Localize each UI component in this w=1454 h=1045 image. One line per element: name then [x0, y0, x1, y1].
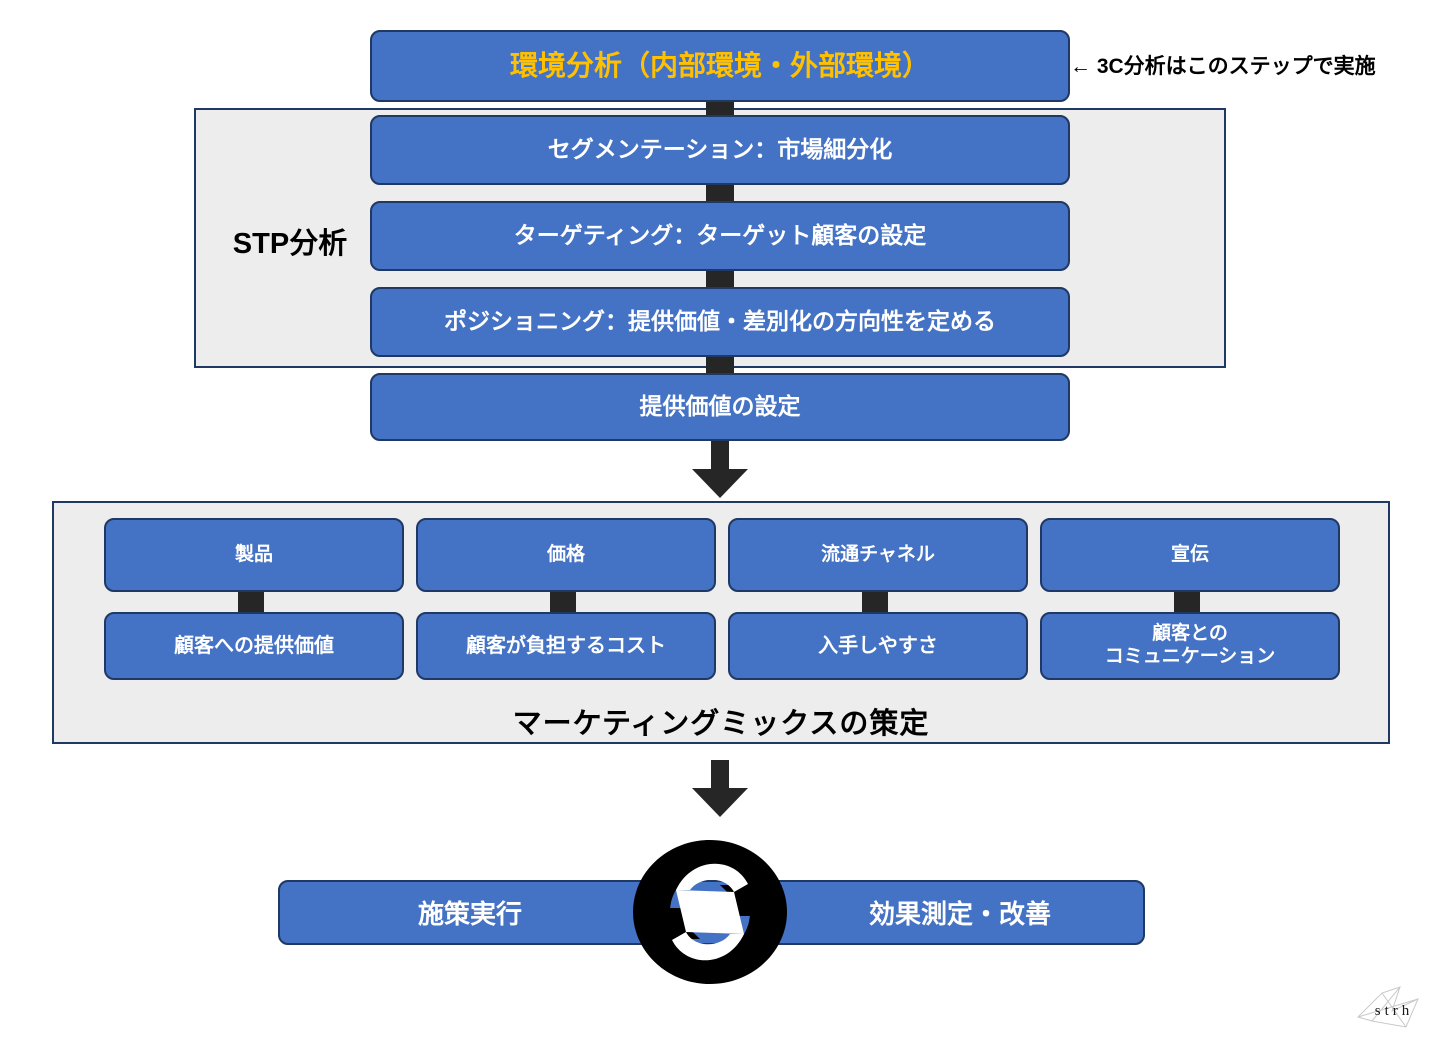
- connector-mix-col-3: [862, 590, 888, 614]
- connector-env-to-seg: [706, 100, 734, 117]
- marketing-mix-label: マーケティングミックスの策定: [512, 708, 930, 740]
- connector-mix-col-1: [238, 590, 264, 614]
- mix-bottom-communication[interactable]: 顧客との コミュニケーション: [1040, 612, 1340, 680]
- connector-seg-to-tgt: [706, 183, 734, 203]
- connector-mix-col-4: [1174, 590, 1200, 614]
- refresh-cycle-icon: [633, 840, 787, 984]
- cycle-label-execute: 施策実行: [417, 899, 522, 929]
- mix-top-price[interactable]: 価格: [416, 518, 716, 592]
- stp-analysis-label: STP分析: [232, 228, 348, 260]
- step-environment-analysis[interactable]: 環境分析（内部環境・外部環境）: [370, 30, 1070, 102]
- mix-bottom-convenience[interactable]: 入手しやすさ: [728, 612, 1028, 680]
- mix-bottom-customer-cost[interactable]: 顧客が負担するコスト: [416, 612, 716, 680]
- arrow-down-to-cycle: [692, 760, 748, 817]
- strh-logo: strh: [1357, 986, 1419, 1028]
- step-targeting[interactable]: ターゲティング：ターゲット顧客の設定: [370, 201, 1070, 271]
- arrow-down-to-marketing-mix: [692, 441, 748, 498]
- step-segmentation[interactable]: セグメンテーション：市場細分化: [370, 115, 1070, 185]
- mix-top-product[interactable]: 製品: [104, 518, 404, 592]
- mix-top-promotion[interactable]: 宣伝: [1040, 518, 1340, 592]
- connector-pos-to-value: [706, 355, 734, 375]
- logo-text: strh: [1375, 1003, 1414, 1019]
- step-positioning[interactable]: ポジショニング：提供価値・差別化の方向性を定める: [370, 287, 1070, 357]
- connector-tgt-to-pos: [706, 269, 734, 289]
- step-value-setting[interactable]: 提供価値の設定: [370, 373, 1070, 441]
- connector-mix-col-2: [550, 590, 576, 614]
- mix-bottom-customer-value[interactable]: 顧客への提供価値: [104, 612, 404, 680]
- three-c-annotation: ← 3C分析はこのステップで実施: [1070, 55, 1376, 78]
- cycle-label-measure-improve: 効果測定・改善: [868, 899, 1051, 929]
- mix-top-channel[interactable]: 流通チャネル: [728, 518, 1028, 592]
